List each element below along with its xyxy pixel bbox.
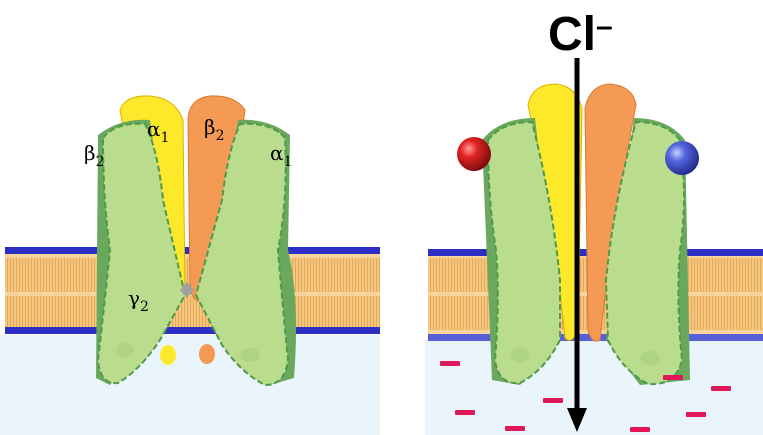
negative-charge [711,386,731,391]
red-ligand-ball [457,137,491,171]
negative-charge [663,375,683,380]
negative-charge [455,410,475,415]
blue-ligand-ball [665,141,699,175]
chloride-ion-label: Cl– [548,8,613,61]
left-orange-blob [199,344,215,364]
negative-charge [505,426,525,431]
negative-charge [543,398,563,403]
left-extracellular-fluid [0,335,380,435]
left-yellow-blob [160,345,176,365]
left-panel: β2 α1 β2 α1 γ2 [0,96,380,435]
negative-charge [686,412,706,417]
negative-charge [440,361,460,366]
right-panel: Cl– [425,8,763,435]
negative-charge [630,427,650,432]
